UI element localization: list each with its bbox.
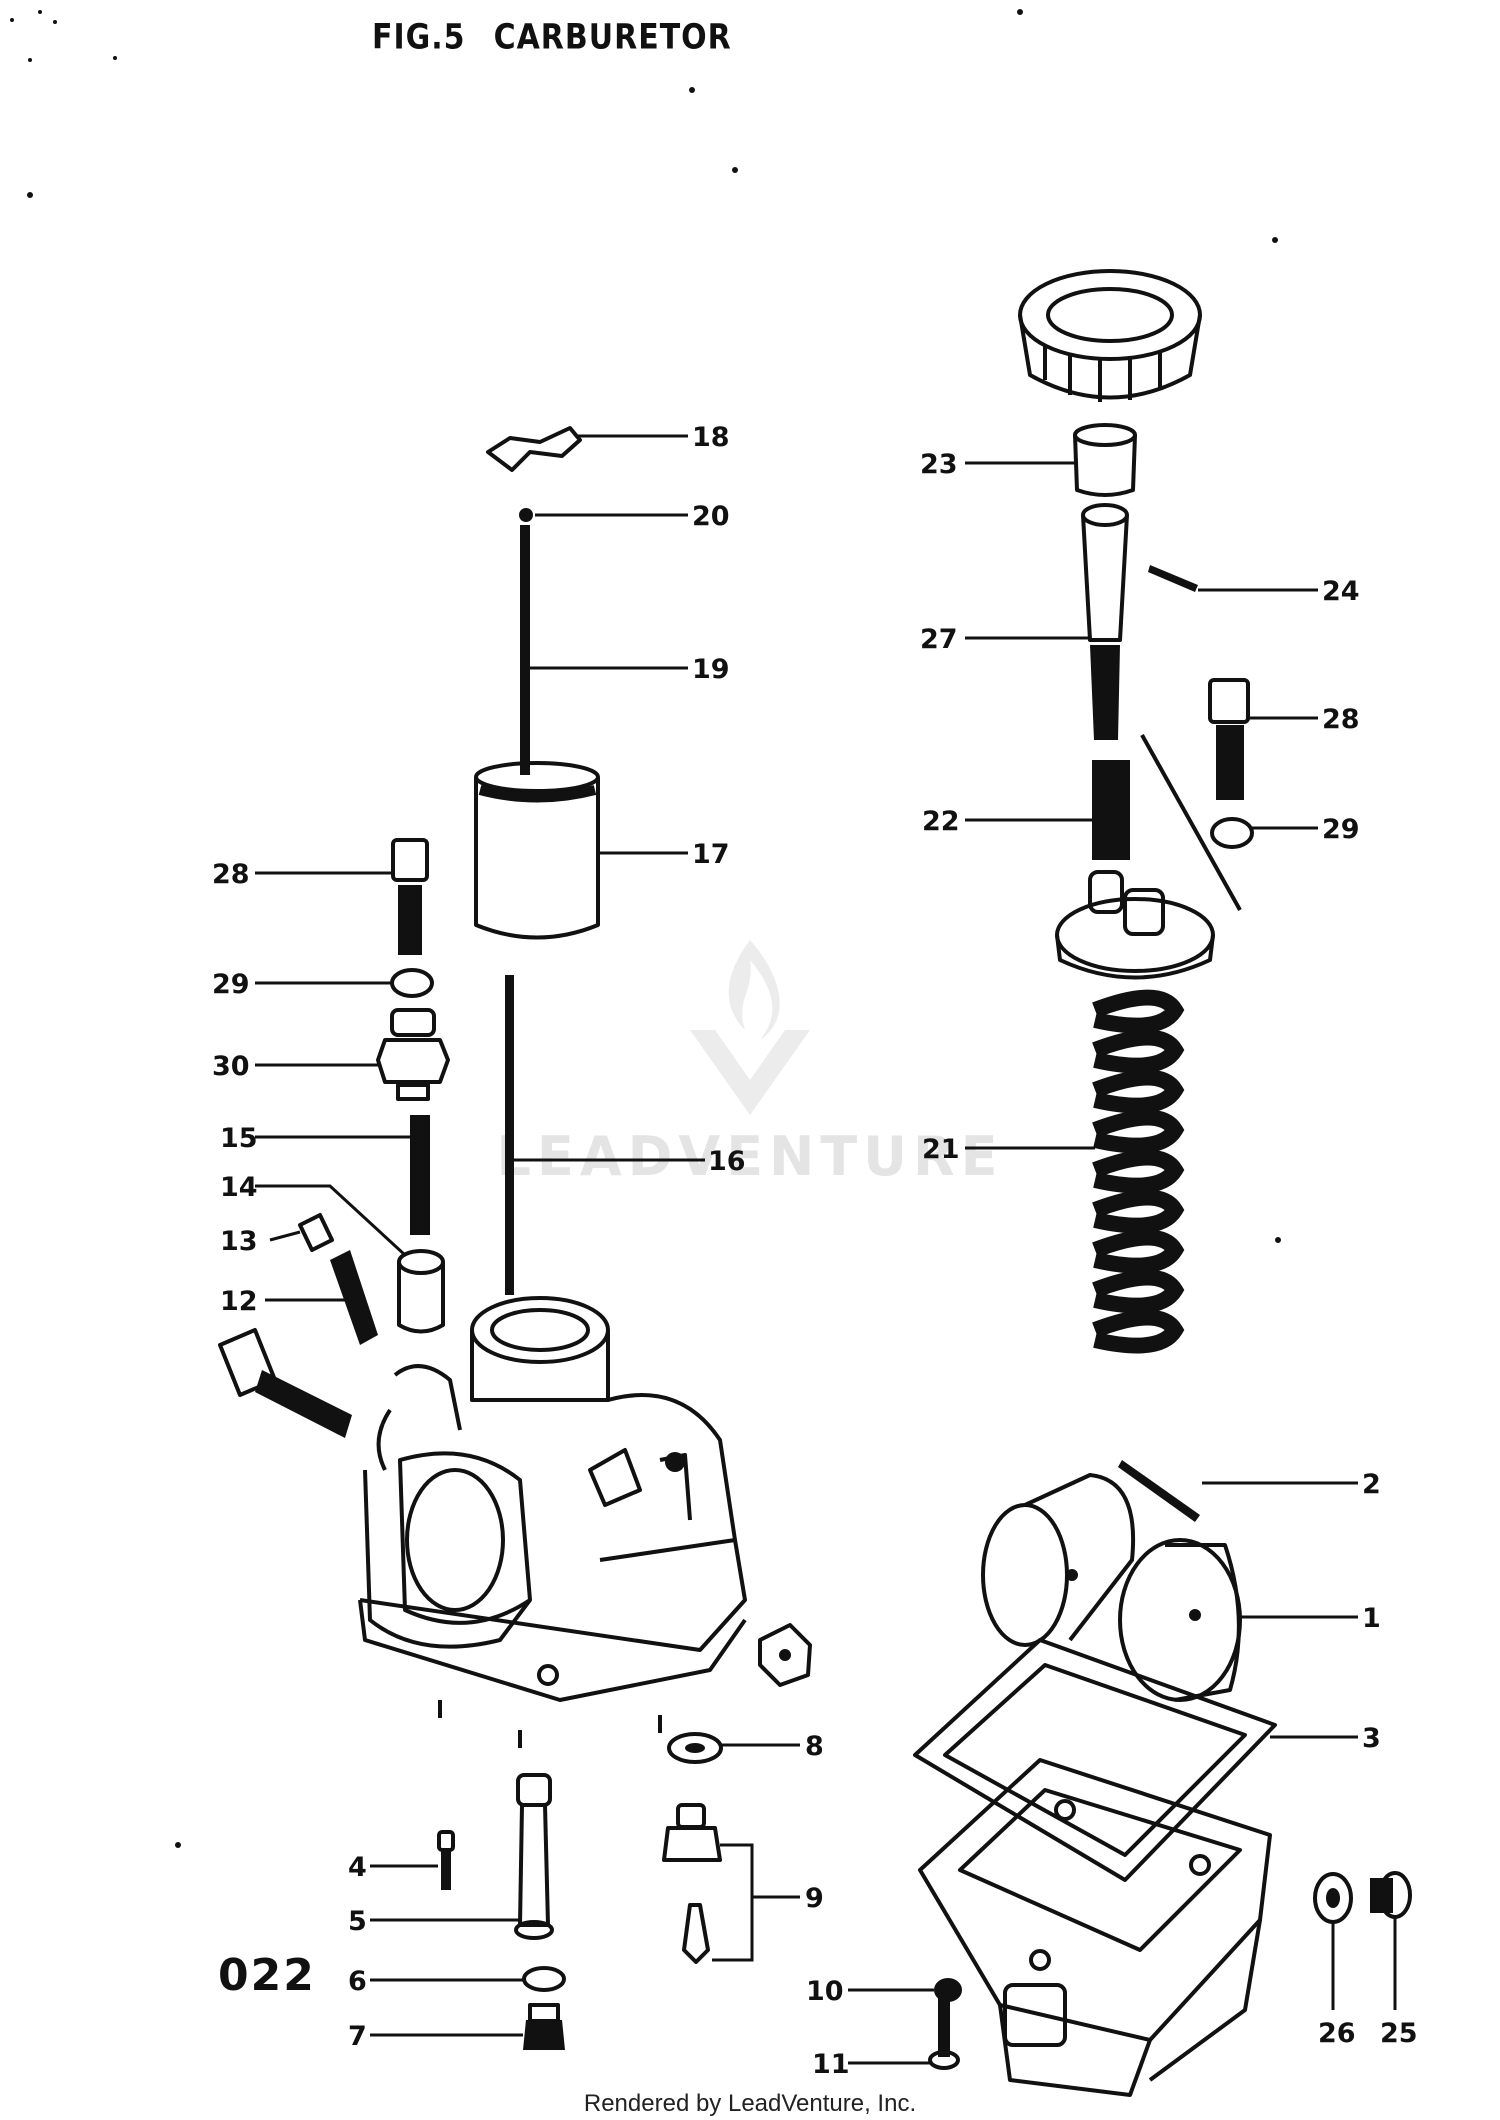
figure-number: FIG.5 (372, 17, 466, 58)
callout-30: 30 (212, 1051, 250, 1082)
spring-22 (1092, 760, 1130, 860)
gasket-3 (913, 1638, 1277, 1882)
hex-nut (758, 1623, 812, 1687)
spring-21 (1092, 989, 1185, 1354)
plug-25 (1370, 1871, 1412, 1919)
callout-11: 11 (812, 2049, 850, 2080)
mixing-chamber-top (1055, 734, 1242, 980)
pin-2 (1118, 1460, 1200, 1522)
float-1 (981, 1473, 1242, 1702)
rod-16 (505, 975, 514, 1295)
mounting-screw (218, 1328, 352, 1438)
callout-16: 16 (708, 1146, 746, 1177)
callout-20: 20 (692, 501, 730, 532)
throttle-clip-18 (486, 426, 582, 472)
callout-8: 8 (805, 1731, 824, 1762)
footer-credit: Rendered by LeadVenture, Inc. (583, 2090, 917, 2117)
callout-29-left: 29 (212, 969, 250, 1000)
pin-24 (1148, 565, 1198, 592)
callout-4: 4 (348, 1852, 367, 1883)
callout-1: 1 (1362, 1603, 1381, 1634)
screw-11 (928, 1985, 960, 2070)
leader-lines (255, 434, 1397, 2065)
watermark: LEADVENTURE (490, 920, 1010, 1188)
washer-8 (667, 1732, 723, 1764)
callout-3: 3 (1362, 1723, 1381, 1754)
leadventure-logo-icon (690, 940, 810, 1115)
callout-21: 21 (922, 1134, 960, 1165)
watermark-text: LEADVENTURE (496, 1125, 1004, 1188)
callout-labels: 18 20 19 17 16 28 29 30 15 14 13 12 23 2… (212, 422, 1418, 2080)
callout-22: 22 (922, 806, 960, 837)
callout-28-left: 28 (212, 859, 250, 890)
bolt-28-left (391, 838, 429, 955)
callout-7: 7 (348, 2021, 367, 2052)
callout-28-right: 28 (1322, 704, 1360, 735)
callout-2: 2 (1362, 1469, 1381, 1500)
callout-15: 15 (220, 1123, 258, 1154)
screw-13 (298, 1213, 334, 1252)
figure-name: CARBURETOR (493, 17, 732, 58)
callout-12: 12 (220, 1286, 258, 1317)
washer-6 (522, 1966, 566, 1992)
float-bowl (918, 1758, 1272, 2097)
callout-23: 23 (920, 449, 958, 480)
page-code: 022 (218, 1950, 316, 2001)
spring-15 (410, 1115, 430, 1235)
scan-specks (10, 9, 1281, 1848)
clip-20 (519, 508, 533, 522)
washer-26 (1313, 1872, 1353, 1924)
callout-6: 6 (348, 1966, 367, 1997)
spring-12 (330, 1250, 378, 1345)
callout-13: 13 (220, 1226, 258, 1257)
cap-23 (1073, 423, 1137, 497)
washer-29-left (390, 968, 434, 998)
callout-19: 19 (692, 654, 730, 685)
jet-needle-19 (520, 525, 530, 775)
adjuster-27 (1081, 503, 1129, 740)
washer-29-right (1210, 817, 1254, 849)
callout-5: 5 (348, 1906, 367, 1937)
needle-valve-9 (662, 1803, 722, 1964)
figure-title: FIG.5 CARBURETOR (372, 17, 732, 57)
callout-26: 26 (1318, 2018, 1356, 2049)
callout-18: 18 (692, 422, 730, 453)
pilot-jet-5 (514, 1773, 554, 1940)
callout-25: 25 (1380, 2018, 1418, 2049)
callout-9: 9 (805, 1883, 824, 1914)
nut-30 (376, 1008, 450, 1101)
callout-27: 27 (920, 624, 958, 655)
screw-4 (437, 1830, 455, 1890)
throttle-valve-17 (474, 761, 600, 940)
bolt-28-right (1208, 678, 1250, 800)
callout-29-right: 29 (1322, 814, 1360, 845)
callout-17: 17 (692, 839, 730, 870)
top-cap (1018, 269, 1202, 402)
callout-14: 14 (220, 1172, 258, 1203)
main-jet-7 (523, 2003, 565, 2050)
carburetor-body (358, 1296, 747, 1748)
cap-14 (397, 1249, 445, 1334)
callout-10: 10 (806, 1976, 844, 2007)
callout-24: 24 (1322, 576, 1360, 607)
